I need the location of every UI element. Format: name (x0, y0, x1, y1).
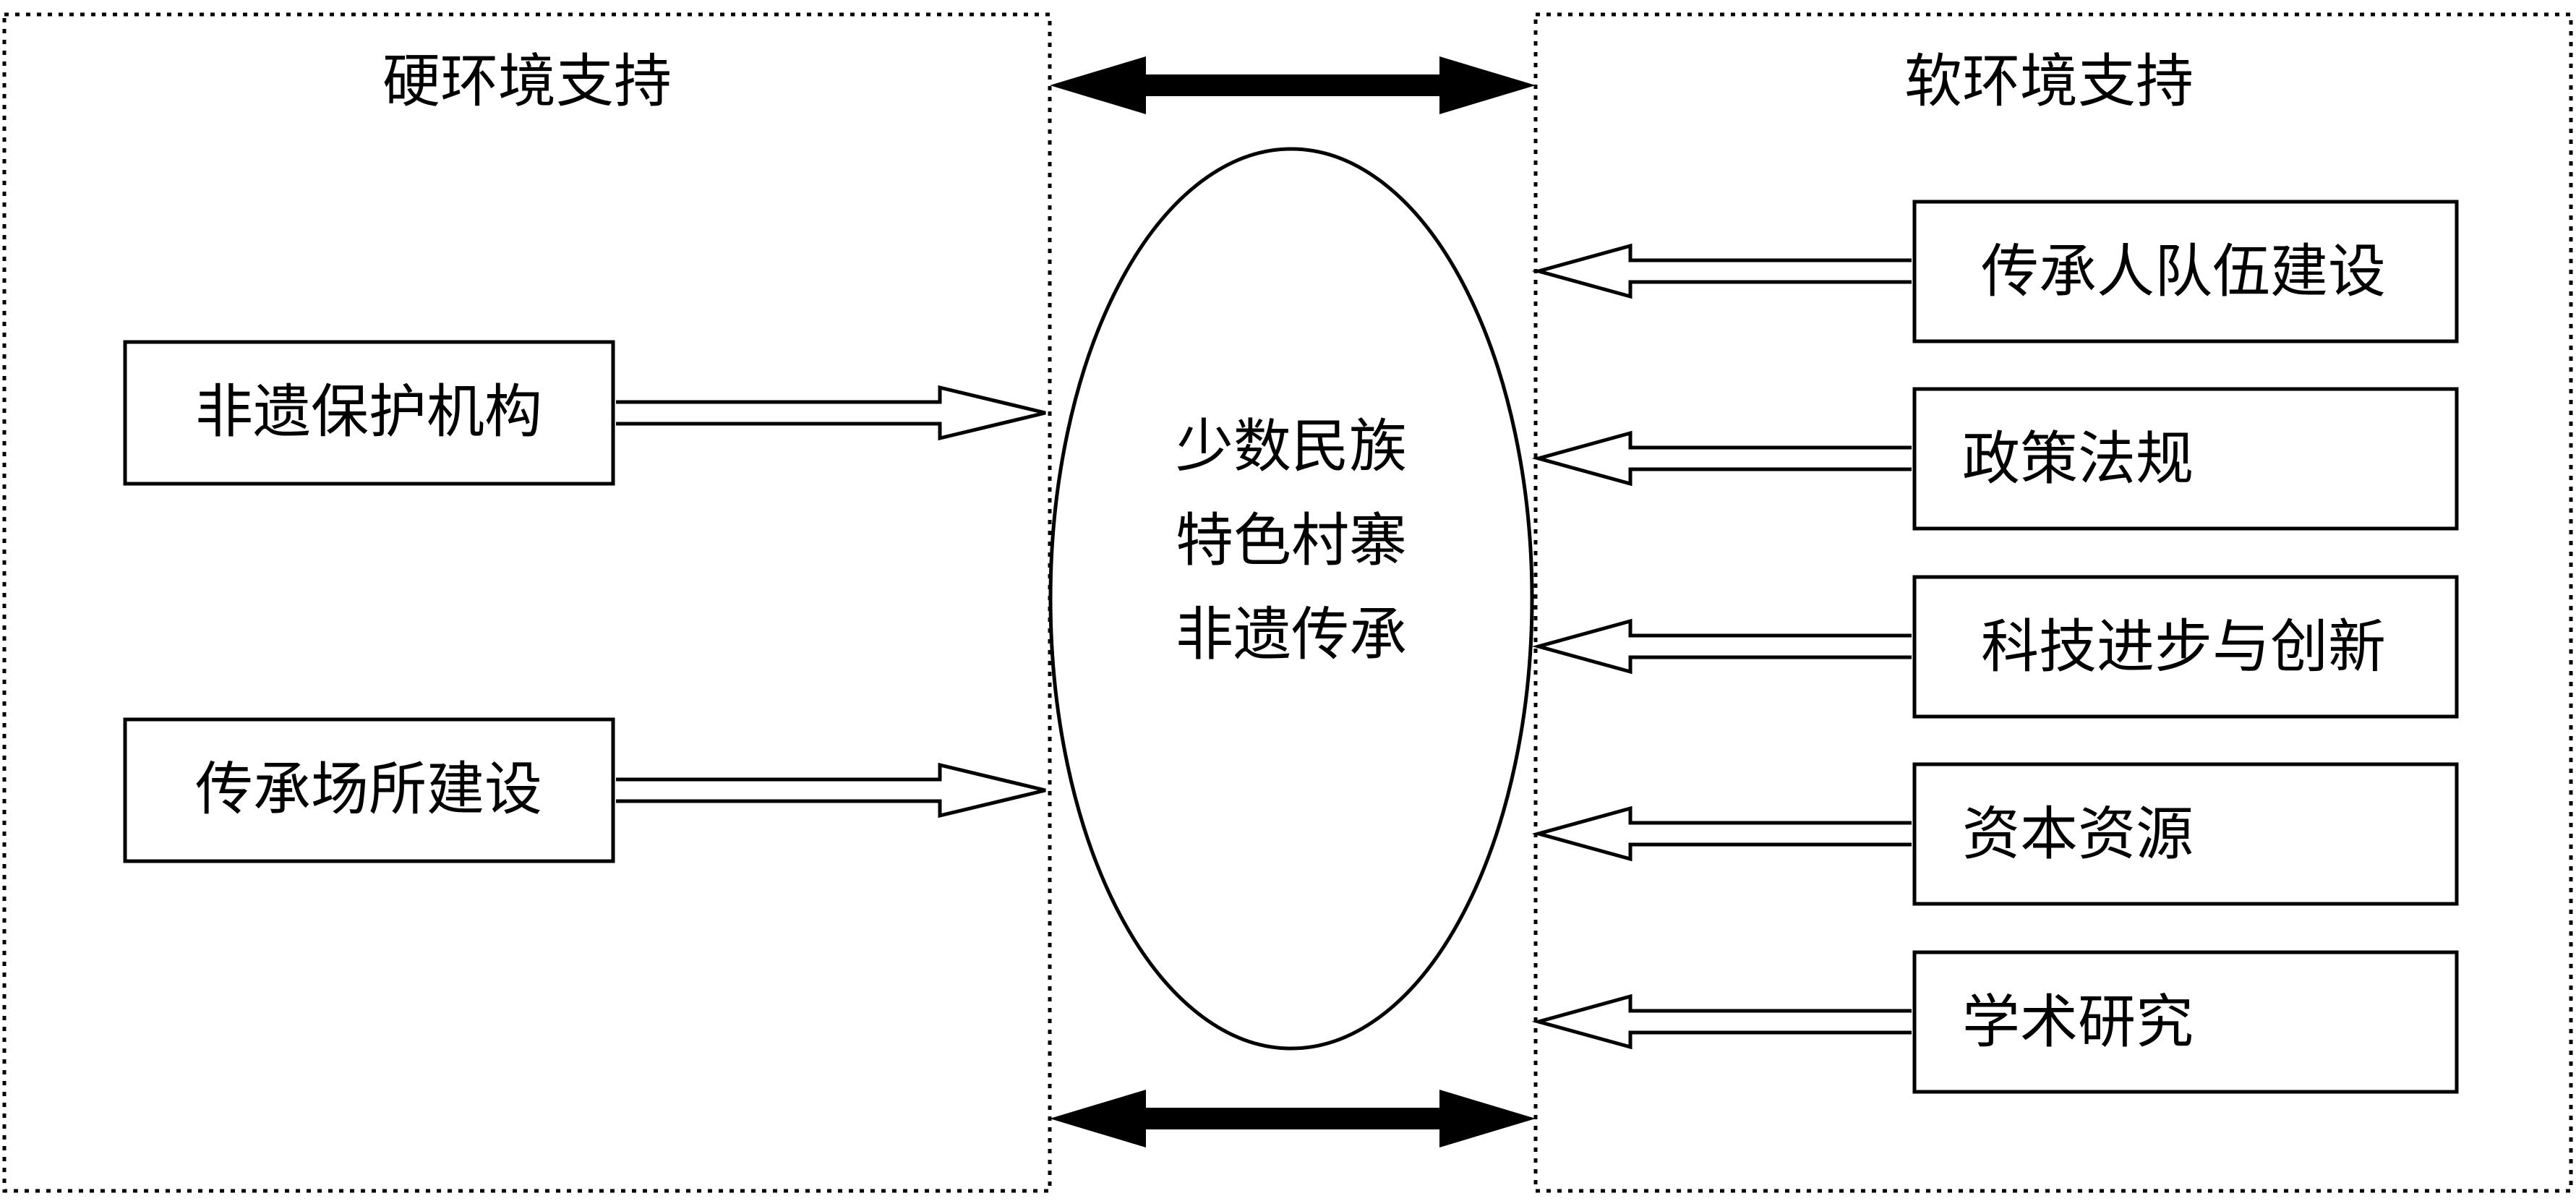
center-line-1: 少数民族 (1176, 413, 1407, 480)
right-box-academic-research (1912, 950, 2459, 1094)
right-box-capital-resources-label: 资本资源 (1962, 800, 2194, 868)
bottom-double-arrow (1050, 1090, 1536, 1147)
left-arrow-protection-agency (616, 385, 1046, 441)
center-line-2: 特色村寨 (1176, 507, 1407, 574)
right-box-inheritor-team (1912, 200, 2459, 343)
right-box-policy-law-label: 政策法规 (1962, 425, 2194, 492)
center-ellipse (1048, 147, 1534, 1051)
left-box-protection-agency-label: 非遗保护机构 (195, 378, 542, 445)
right-arrow-policy-law (1531, 430, 1912, 487)
left-panel-frame (2, 12, 1052, 1193)
right-panel-title: 软环境支持 (1904, 48, 2194, 115)
right-box-tech-innovation-label: 科技进步与创新 (1981, 613, 2386, 680)
right-box-academic-research-label: 学术研究 (1962, 988, 2194, 1056)
right-box-capital-resources (1912, 762, 2459, 906)
right-arrow-tech-innovation (1531, 618, 1912, 675)
center-line-3: 非遗传承 (1176, 601, 1407, 668)
right-box-inheritor-team-label: 传承人队伍建设 (1981, 238, 2386, 305)
right-arrow-academic-research (1531, 993, 1912, 1050)
top-double-arrow (1050, 56, 1536, 114)
right-arrow-inheritor-team (1531, 243, 1912, 299)
left-panel-title: 硬环境支持 (382, 48, 672, 115)
right-arrow-capital-resources (1531, 805, 1912, 862)
left-box-venue-construction-label: 传承场所建设 (195, 756, 542, 823)
right-box-policy-law (1912, 387, 2459, 531)
left-arrow-venue-construction (616, 762, 1046, 819)
left-box-protection-agency (123, 340, 615, 486)
left-box-venue-construction (123, 717, 615, 863)
right-box-tech-innovation (1912, 575, 2459, 719)
